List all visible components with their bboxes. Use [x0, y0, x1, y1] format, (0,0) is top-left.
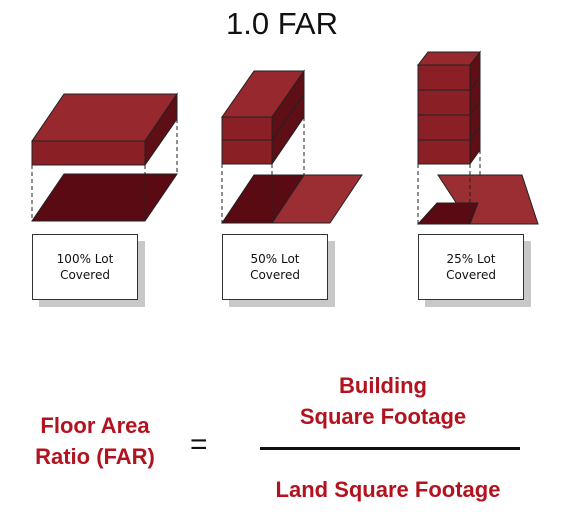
projection-lines [417, 150, 481, 224]
example-25-percent [416, 50, 539, 225]
lot-covered-area [31, 173, 178, 222]
formula-denominator: Land Square Footage [275, 477, 501, 502]
caption-line2: Covered [446, 268, 496, 282]
numerator-line1: Building [339, 373, 427, 398]
diagram-title: 1.0 FAR [226, 6, 338, 41]
lot-covered-area [416, 202, 479, 225]
caption-box-100-percent: 100% Lot Covered [32, 234, 138, 300]
caption-line2: Covered [60, 268, 110, 282]
building-block [31, 92, 178, 167]
formula-left-line2: Ratio (FAR) [35, 444, 155, 469]
equals-sign: = [190, 428, 208, 461]
caption-box-25-percent: 25% Lot Covered [418, 234, 524, 300]
numerator-line2: Square Footage [299, 404, 467, 429]
caption-line1: 25% Lot [446, 252, 496, 266]
example-50-percent [221, 69, 363, 224]
caption-line1: 100% Lot [56, 252, 114, 266]
building-block [221, 69, 305, 166]
formula-left-term: Floor Area Ratio (FAR) [20, 410, 170, 472]
building-block [416, 50, 482, 166]
example-100-percent [31, 92, 178, 222]
projection-lines [221, 117, 305, 223]
formula-left-line1: Floor Area [40, 413, 150, 438]
caption-line2: Covered [250, 268, 300, 282]
fraction-bar [260, 447, 520, 450]
formula-numerator: Building Square Footage [258, 370, 508, 432]
caption-box-50-percent: 50% Lot Covered [222, 234, 328, 300]
projection-lines [31, 119, 178, 221]
caption-line1: 50% Lot [250, 252, 300, 266]
